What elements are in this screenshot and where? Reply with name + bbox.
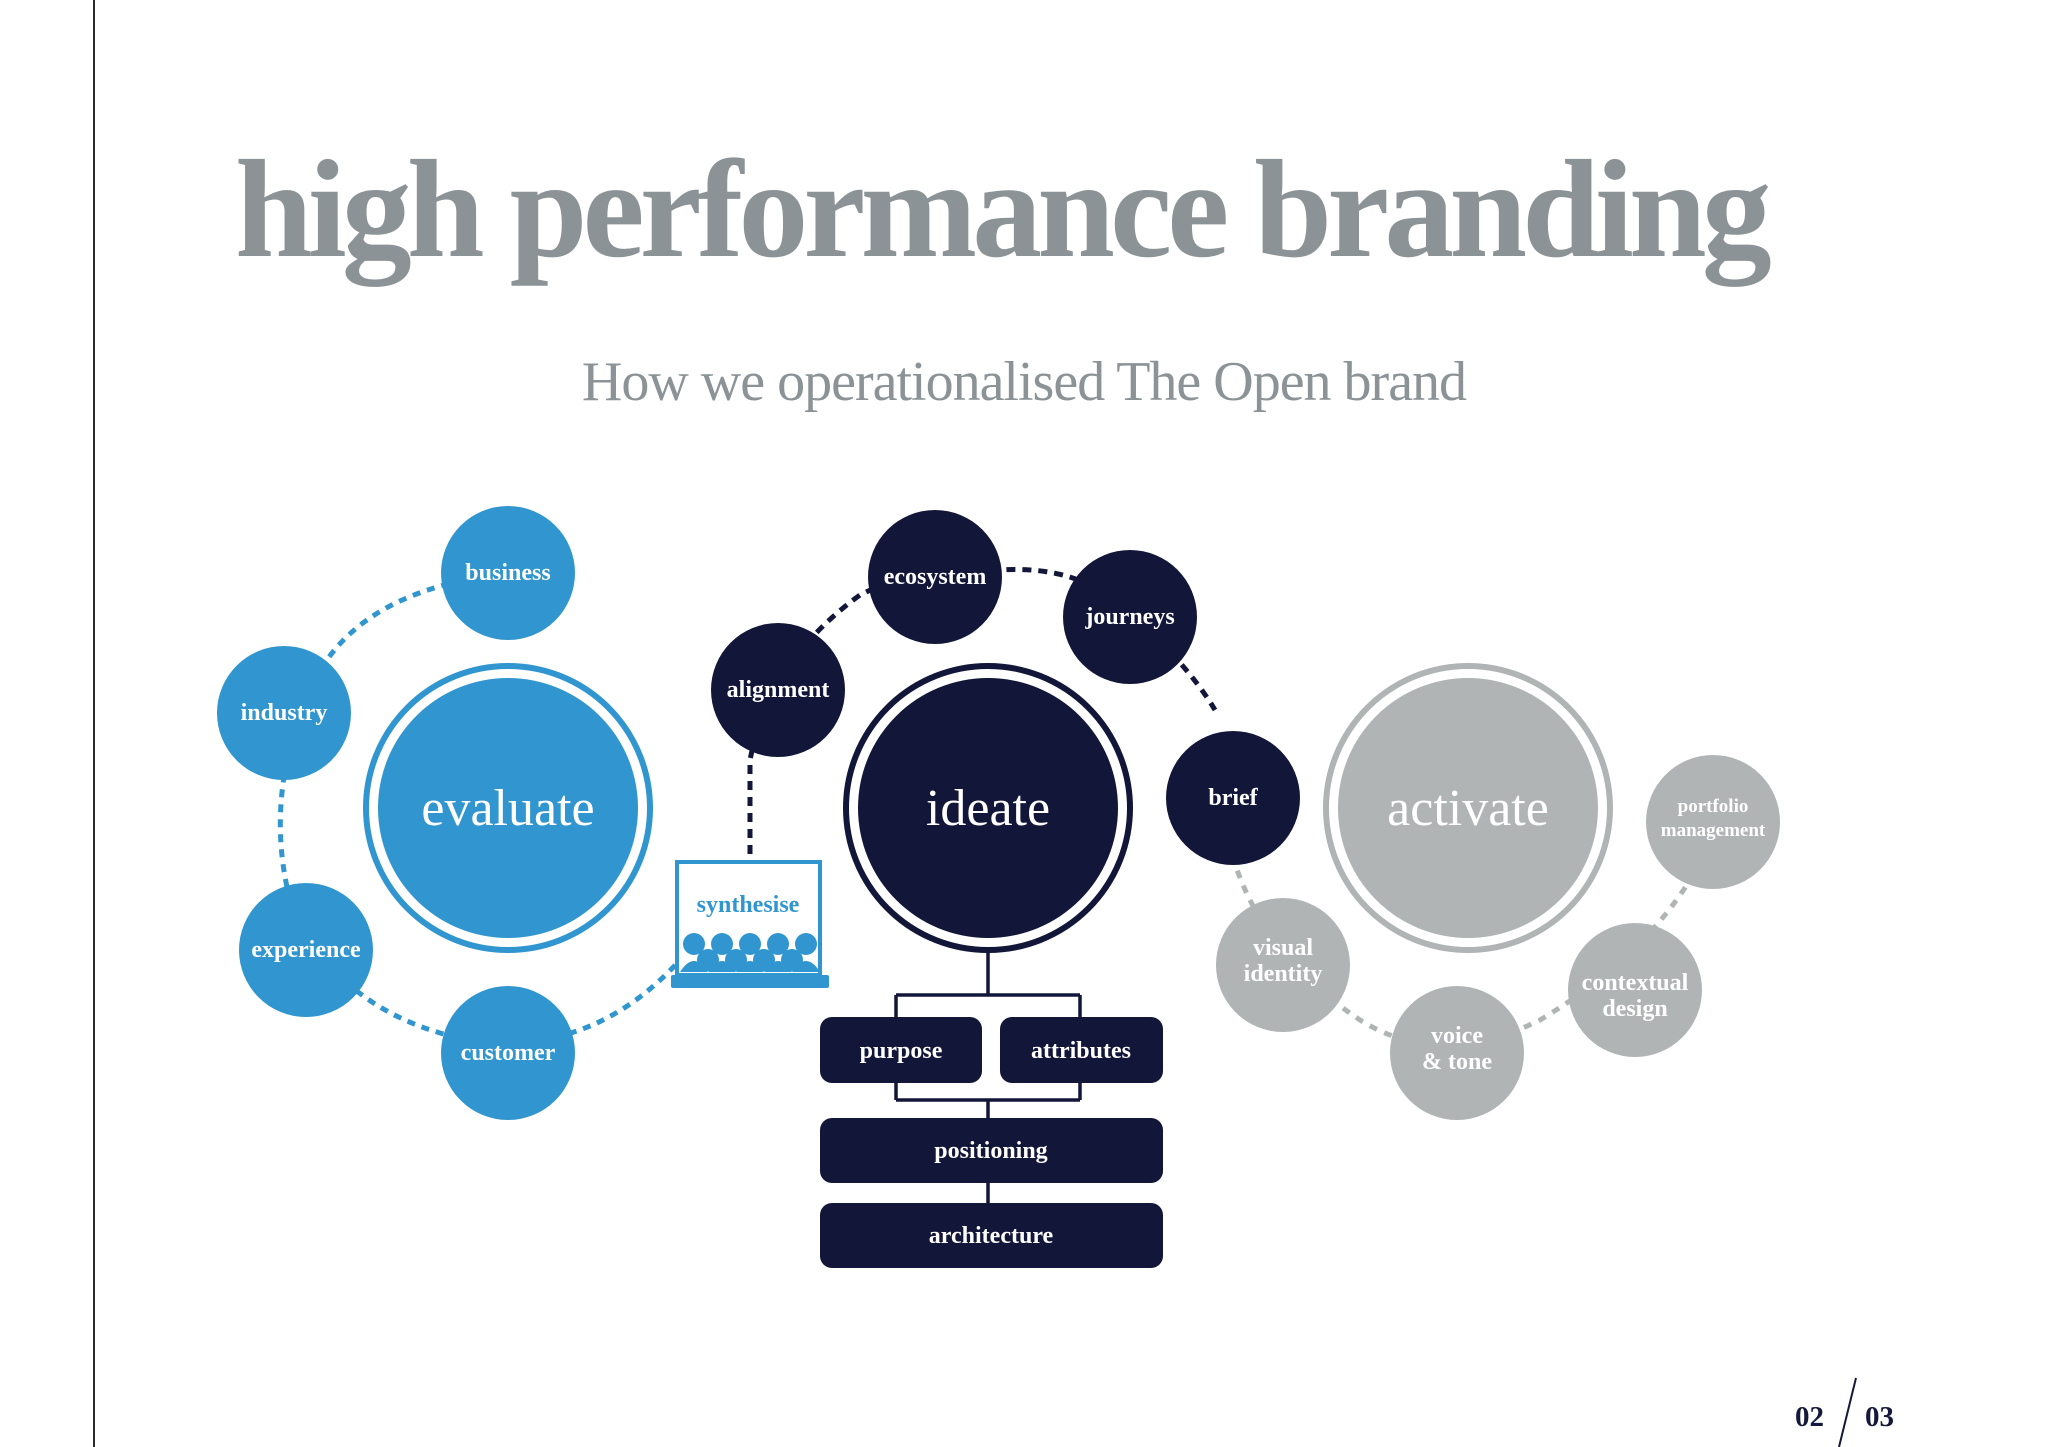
- page-subtitle: How we operationalised The Open brand: [581, 351, 1467, 413]
- activate-cluster: activate portfolio management visual ide…: [1216, 663, 1780, 1120]
- journeys-node: [1063, 550, 1197, 684]
- journeys-label: journeys: [1084, 604, 1174, 630]
- ideate-label: ideate: [926, 780, 1050, 837]
- page-title: high performance branding: [235, 132, 1772, 287]
- experience-label: experience: [251, 937, 361, 963]
- positioning-label: positioning: [934, 1138, 1047, 1164]
- tone-label: & tone: [1422, 1049, 1492, 1075]
- total-pages: 03: [1865, 1401, 1894, 1433]
- left-border-line: [93, 0, 95, 1447]
- purpose-block: [820, 1017, 982, 1083]
- brief-node: [1166, 731, 1300, 865]
- evaluate-main-fill: [378, 678, 638, 938]
- visual-label: visual: [1253, 935, 1313, 961]
- attributes-label: attributes: [1031, 1038, 1131, 1064]
- positioning-block: [820, 1118, 1163, 1183]
- experience-node: [239, 883, 373, 1017]
- contextual-label: contextual: [1582, 970, 1689, 996]
- audience-icon: [671, 933, 829, 988]
- business-node: [441, 506, 575, 640]
- page-divider-slash: [1838, 1377, 1857, 1447]
- alignment-node: [711, 623, 845, 757]
- ideate-main-fill: [858, 678, 1118, 938]
- customer-label: customer: [461, 1040, 556, 1066]
- management-label: management: [1661, 820, 1766, 841]
- evaluate-cluster: evaluate business industry experience cu…: [217, 506, 829, 1120]
- industry-label: industry: [241, 700, 328, 726]
- portfolio-label: portfolio: [1678, 796, 1749, 817]
- architecture-label: architecture: [929, 1223, 1054, 1249]
- evaluate-label: evaluate: [421, 780, 594, 837]
- ecosystem-node: [868, 510, 1002, 644]
- identity-label: identity: [1244, 961, 1323, 987]
- architecture-block: [820, 1203, 1163, 1268]
- industry-node: [217, 646, 351, 780]
- ideate-cluster: ideate alignment ecosystem journeys brie…: [711, 510, 1300, 1268]
- voice-label: voice: [1431, 1023, 1483, 1049]
- activate-main-fill: [1338, 678, 1598, 938]
- purpose-label: purpose: [860, 1038, 943, 1064]
- customer-node: [441, 986, 575, 1120]
- page-number: 02 03: [1795, 1375, 1905, 1447]
- brief-label: brief: [1208, 785, 1258, 811]
- ecosystem-label: ecosystem: [884, 564, 987, 590]
- synthesise-label: synthesise: [697, 892, 800, 918]
- design-label: design: [1602, 996, 1667, 1022]
- activate-label: activate: [1387, 780, 1549, 837]
- portfolio-management-node: [1646, 755, 1780, 889]
- current-page: 02: [1795, 1401, 1824, 1433]
- business-label: business: [465, 560, 550, 586]
- voice-tone-node: [1390, 986, 1524, 1120]
- visual-identity-node: [1216, 898, 1350, 1032]
- contextual-design-node: [1568, 923, 1702, 1057]
- alignment-label: alignment: [727, 677, 830, 703]
- attributes-block: [1000, 1017, 1163, 1083]
